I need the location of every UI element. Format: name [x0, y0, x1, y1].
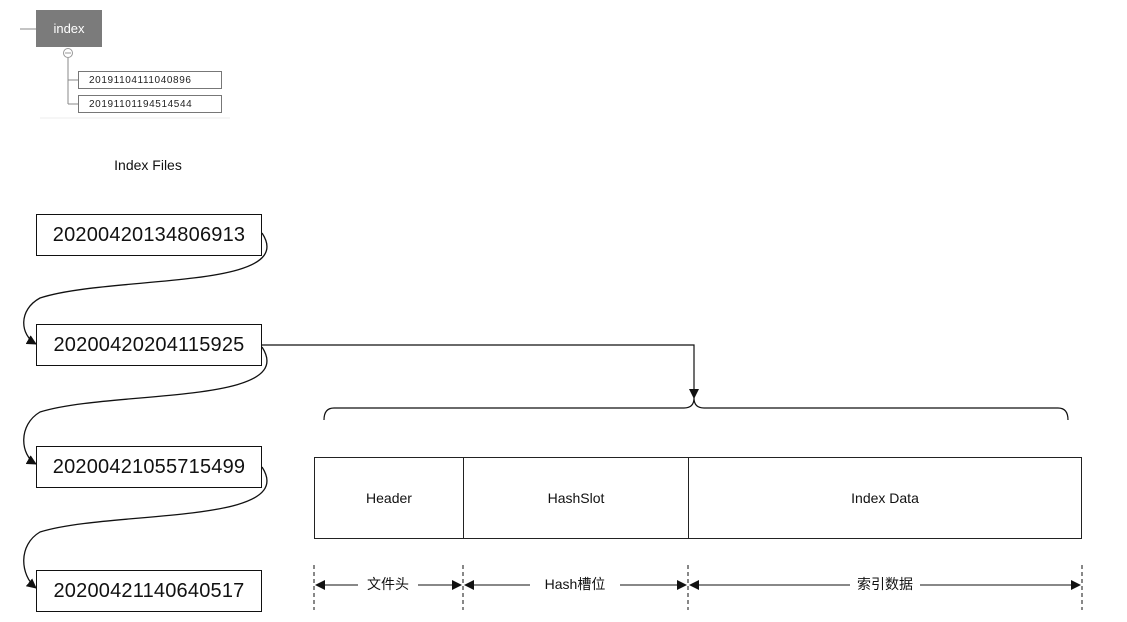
dim-label-header: 文件头: [358, 575, 418, 593]
tree-file-item[interactable]: 20191101194514544: [78, 95, 222, 113]
index-file-box: 20200421140640517: [36, 570, 262, 612]
section-header: Header: [314, 457, 463, 539]
link-file-2-to-structure: [262, 344, 699, 399]
section-index-data: Index Data: [688, 457, 1082, 539]
dim-label-hashslot: Hash槽位: [530, 575, 620, 593]
file-chain-links: [23, 232, 268, 589]
index-file-box: 20200420204115925: [36, 324, 262, 366]
tree-connectors: [20, 28, 230, 119]
link-file-1-to-2: [23, 232, 268, 345]
index-files-caption: Index Files: [114, 157, 182, 173]
link-file-3-to-4: [23, 466, 268, 589]
dim-label-index-data: 索引数据: [850, 575, 920, 593]
index-file-box: 20200420134806913: [36, 214, 262, 256]
dimension-ticks: [313, 565, 1083, 610]
tree-root-index[interactable]: index: [36, 10, 102, 47]
section-hashslot: HashSlot: [463, 457, 688, 539]
structure-brace: [323, 397, 1069, 421]
tree-file-item[interactable]: 20191104111040896: [78, 71, 222, 89]
link-file-2-to-3: [23, 346, 268, 465]
index-file-box: 20200421055715499: [36, 446, 262, 488]
